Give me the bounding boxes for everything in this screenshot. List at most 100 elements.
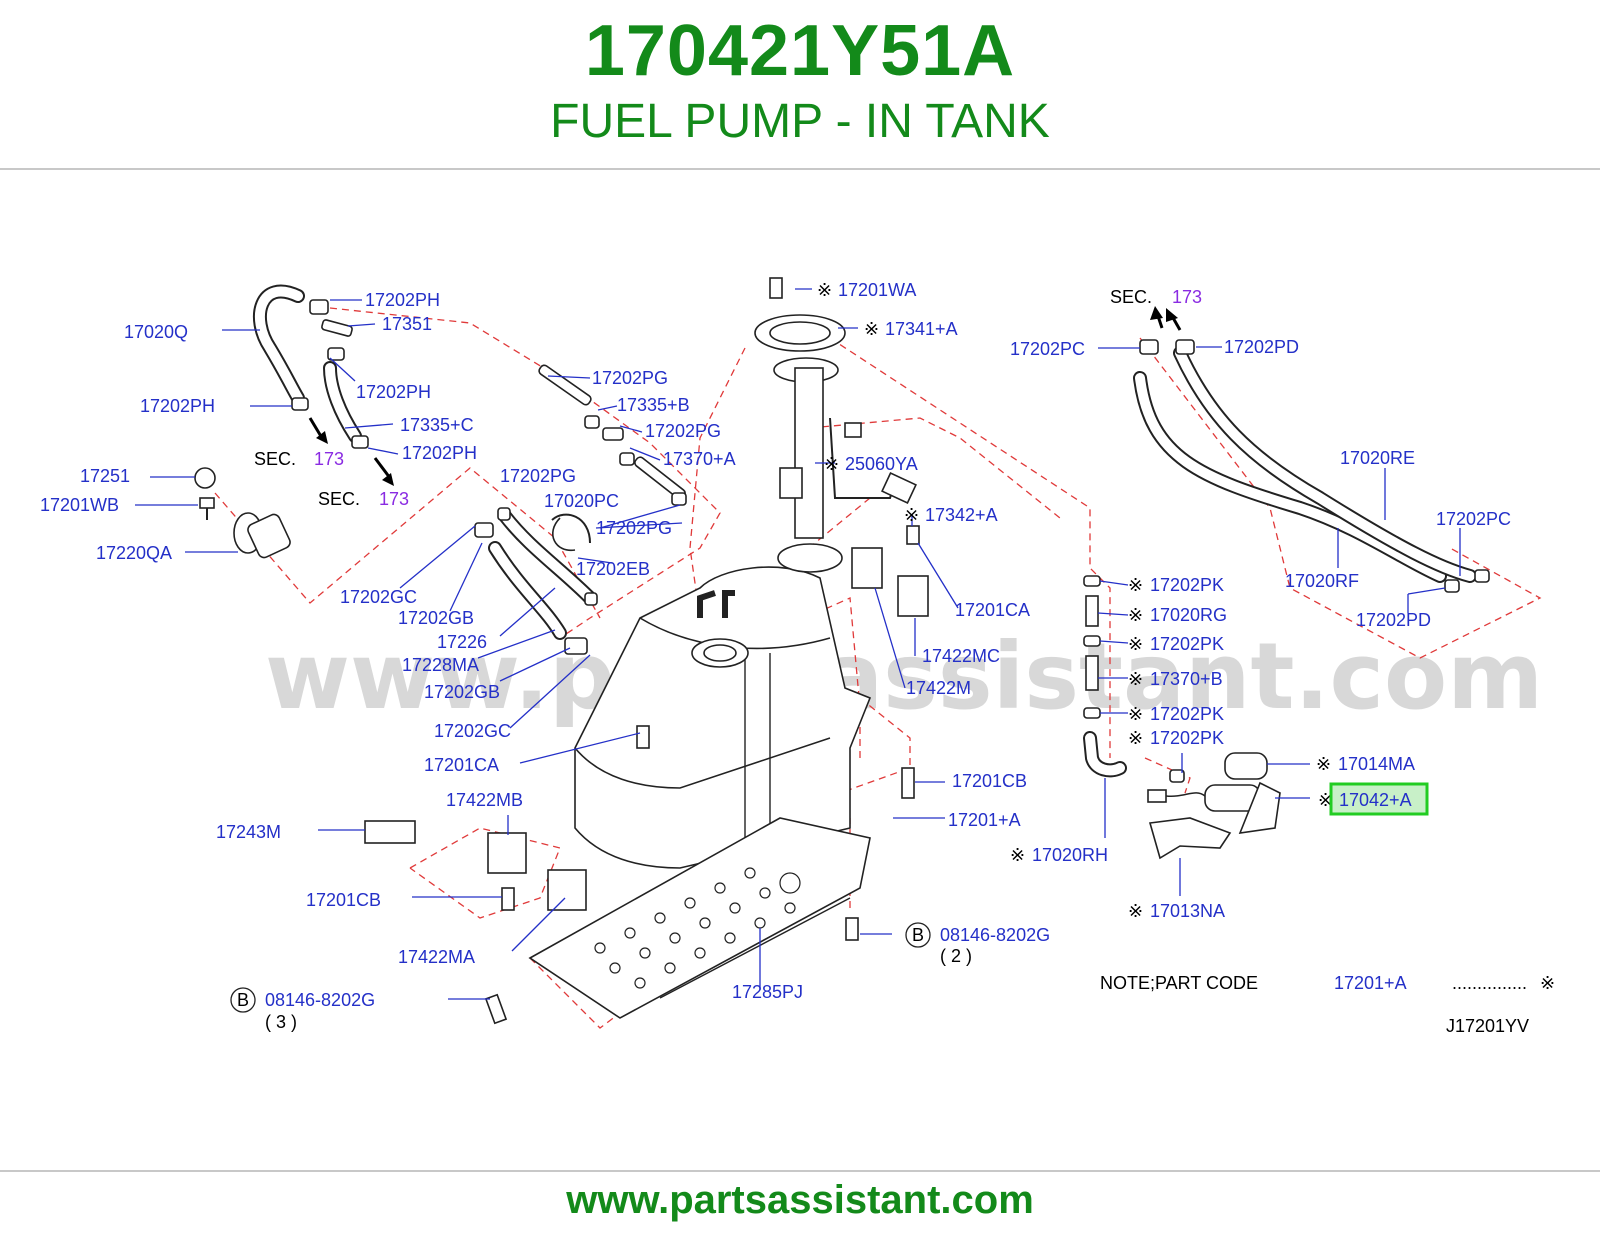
right-return-hoses	[1133, 306, 1490, 593]
label-17202gc: 17202GC	[434, 721, 511, 741]
note-part-code: 17201+A	[1334, 973, 1407, 993]
label-17202pk: 17202PK	[1150, 728, 1224, 748]
label-17202pc: 17202PC	[1436, 509, 1511, 529]
fuel-tank	[574, 566, 872, 869]
label-17201a: 17201+A	[948, 810, 1021, 830]
label-25060ya: 25060YA	[845, 454, 918, 474]
diagram-code: J17201YV	[1446, 1016, 1529, 1036]
asterisk-mark: ※	[864, 319, 879, 339]
sec-ref-label: SEC.	[1110, 287, 1152, 307]
label-17351: 17351	[382, 314, 432, 334]
note-dots: ...............	[1452, 973, 1527, 993]
label-17228ma: 17228MA	[402, 655, 479, 675]
label-17020rf: 17020RF	[1285, 571, 1359, 591]
label-17202pk: 17202PK	[1150, 575, 1224, 595]
label-17201wa: 17201WA	[838, 280, 916, 300]
circle-b-callout	[230, 987, 256, 1013]
label-17335c: 17335+C	[400, 415, 474, 435]
middle-hoses	[474, 364, 687, 655]
note-label: NOTE;PART CODE	[1100, 973, 1258, 993]
asterisk-mark: ※	[1128, 605, 1143, 625]
label-17202ph: 17202PH	[140, 396, 215, 416]
label-17422m: 17422M	[906, 678, 971, 698]
sec-ref-label: SEC.	[254, 449, 296, 469]
asterisk-mark: ※	[824, 454, 839, 474]
label-17243m: 17243M	[216, 822, 281, 842]
header-divider	[0, 168, 1600, 170]
sec-ref-label: SEC.	[318, 489, 360, 509]
label-17226: 17226	[437, 632, 487, 652]
footer-divider	[0, 1170, 1600, 1172]
leader-lines	[135, 288, 1461, 1000]
label-17202ph: 17202PH	[365, 290, 440, 310]
label-17202pd: 17202PD	[1356, 610, 1431, 630]
protector-plate	[528, 817, 871, 1019]
bolts	[484, 725, 915, 1025]
label-17013na: 17013NA	[1150, 901, 1225, 921]
label-17202gc: 17202GC	[340, 587, 417, 607]
filler-neck-parts	[194, 467, 291, 559]
label-17020q: 17020Q	[124, 322, 188, 342]
footer-website-link[interactable]: www.partsassistant.com	[566, 1178, 1034, 1222]
sec-ref-number: 173	[314, 449, 344, 469]
asterisk-mark: ※	[1316, 754, 1331, 774]
label-17335b: 17335+B	[617, 395, 690, 415]
label-17202pk: 17202PK	[1150, 634, 1224, 654]
label-17202eb: 17202EB	[576, 559, 650, 579]
circle-b-letter: B	[912, 925, 924, 945]
asterisk-mark: ※	[904, 505, 919, 525]
label-17202ph: 17202PH	[402, 443, 477, 463]
label-17202pg: 17202PG	[592, 368, 668, 388]
asterisk-mark: ※	[1128, 728, 1143, 748]
page-header: 170421Y51A FUEL PUMP - IN TANK	[0, 0, 1600, 168]
fuel-pump-module	[754, 277, 917, 573]
asterisk-mark: ※	[817, 280, 832, 300]
pump-hose-stack	[1083, 575, 1185, 783]
quantity-label: ( 2 )	[940, 946, 972, 966]
label-17042a-highlighted[interactable]: 17042+A	[1339, 790, 1412, 810]
label-17014ma: 17014MA	[1338, 754, 1415, 774]
part-labels: 17202PH 17351 17020Q 17202PH 17202PH 173…	[40, 280, 1555, 1036]
quantity-label: ( 3 )	[265, 1012, 297, 1032]
asterisk-mark: ※	[1128, 634, 1143, 654]
sec-ref-number: 173	[1172, 287, 1202, 307]
circle-b-callout	[905, 922, 931, 948]
asterisk-mark: ※	[1128, 669, 1143, 689]
label-17370a: 17370+A	[663, 449, 736, 469]
label-17201ca: 17201CA	[955, 600, 1030, 620]
asterisk-mark: ※	[1318, 790, 1333, 810]
asterisk-mark: ※	[1128, 575, 1143, 595]
label-17201cb: 17201CB	[306, 890, 381, 910]
label-17201wb: 17201WB	[40, 495, 119, 515]
label-17370b: 17370+B	[1150, 669, 1223, 689]
label-08146-8202g: 08146-8202G	[265, 990, 375, 1010]
label-17251: 17251	[80, 466, 130, 486]
fuel-pump-assembly	[1147, 752, 1281, 860]
label-08146-8202g: 08146-8202G	[940, 925, 1050, 945]
label-17220qa: 17220QA	[96, 543, 172, 563]
tank-brackets	[364, 525, 929, 911]
label-17202pg: 17202PG	[500, 466, 576, 486]
label-17422ma: 17422MA	[398, 947, 475, 967]
label-17422mc: 17422MC	[922, 646, 1000, 666]
label-17342a: 17342+A	[925, 505, 998, 525]
label-17202ph: 17202PH	[356, 382, 431, 402]
label-17020re: 17020RE	[1340, 448, 1415, 468]
label-17202gb: 17202GB	[398, 608, 474, 628]
sec-ref-number: 173	[379, 489, 409, 509]
watermark-text: www.partsassistant.com	[265, 623, 1543, 730]
asterisk-mark: ※	[1128, 901, 1143, 921]
part-number-title: 170421Y51A	[584, 11, 1016, 91]
label-17202pg: 17202PG	[645, 421, 721, 441]
label-17202pg: 17202PG	[596, 518, 672, 538]
circle-b-letter: B	[237, 990, 249, 1010]
highlight-box	[1329, 782, 1429, 816]
label-17201ca: 17201CA	[424, 755, 499, 775]
label-17202pk: 17202PK	[1150, 704, 1224, 724]
asterisk-mark: ※	[1010, 845, 1025, 865]
asterisk-mark: ※	[1540, 973, 1555, 993]
left-vent-hoses	[252, 284, 394, 486]
label-17020rh: 17020RH	[1032, 845, 1108, 865]
label-17341a: 17341+A	[885, 319, 958, 339]
part-description-title: FUEL PUMP - IN TANK	[550, 95, 1050, 148]
